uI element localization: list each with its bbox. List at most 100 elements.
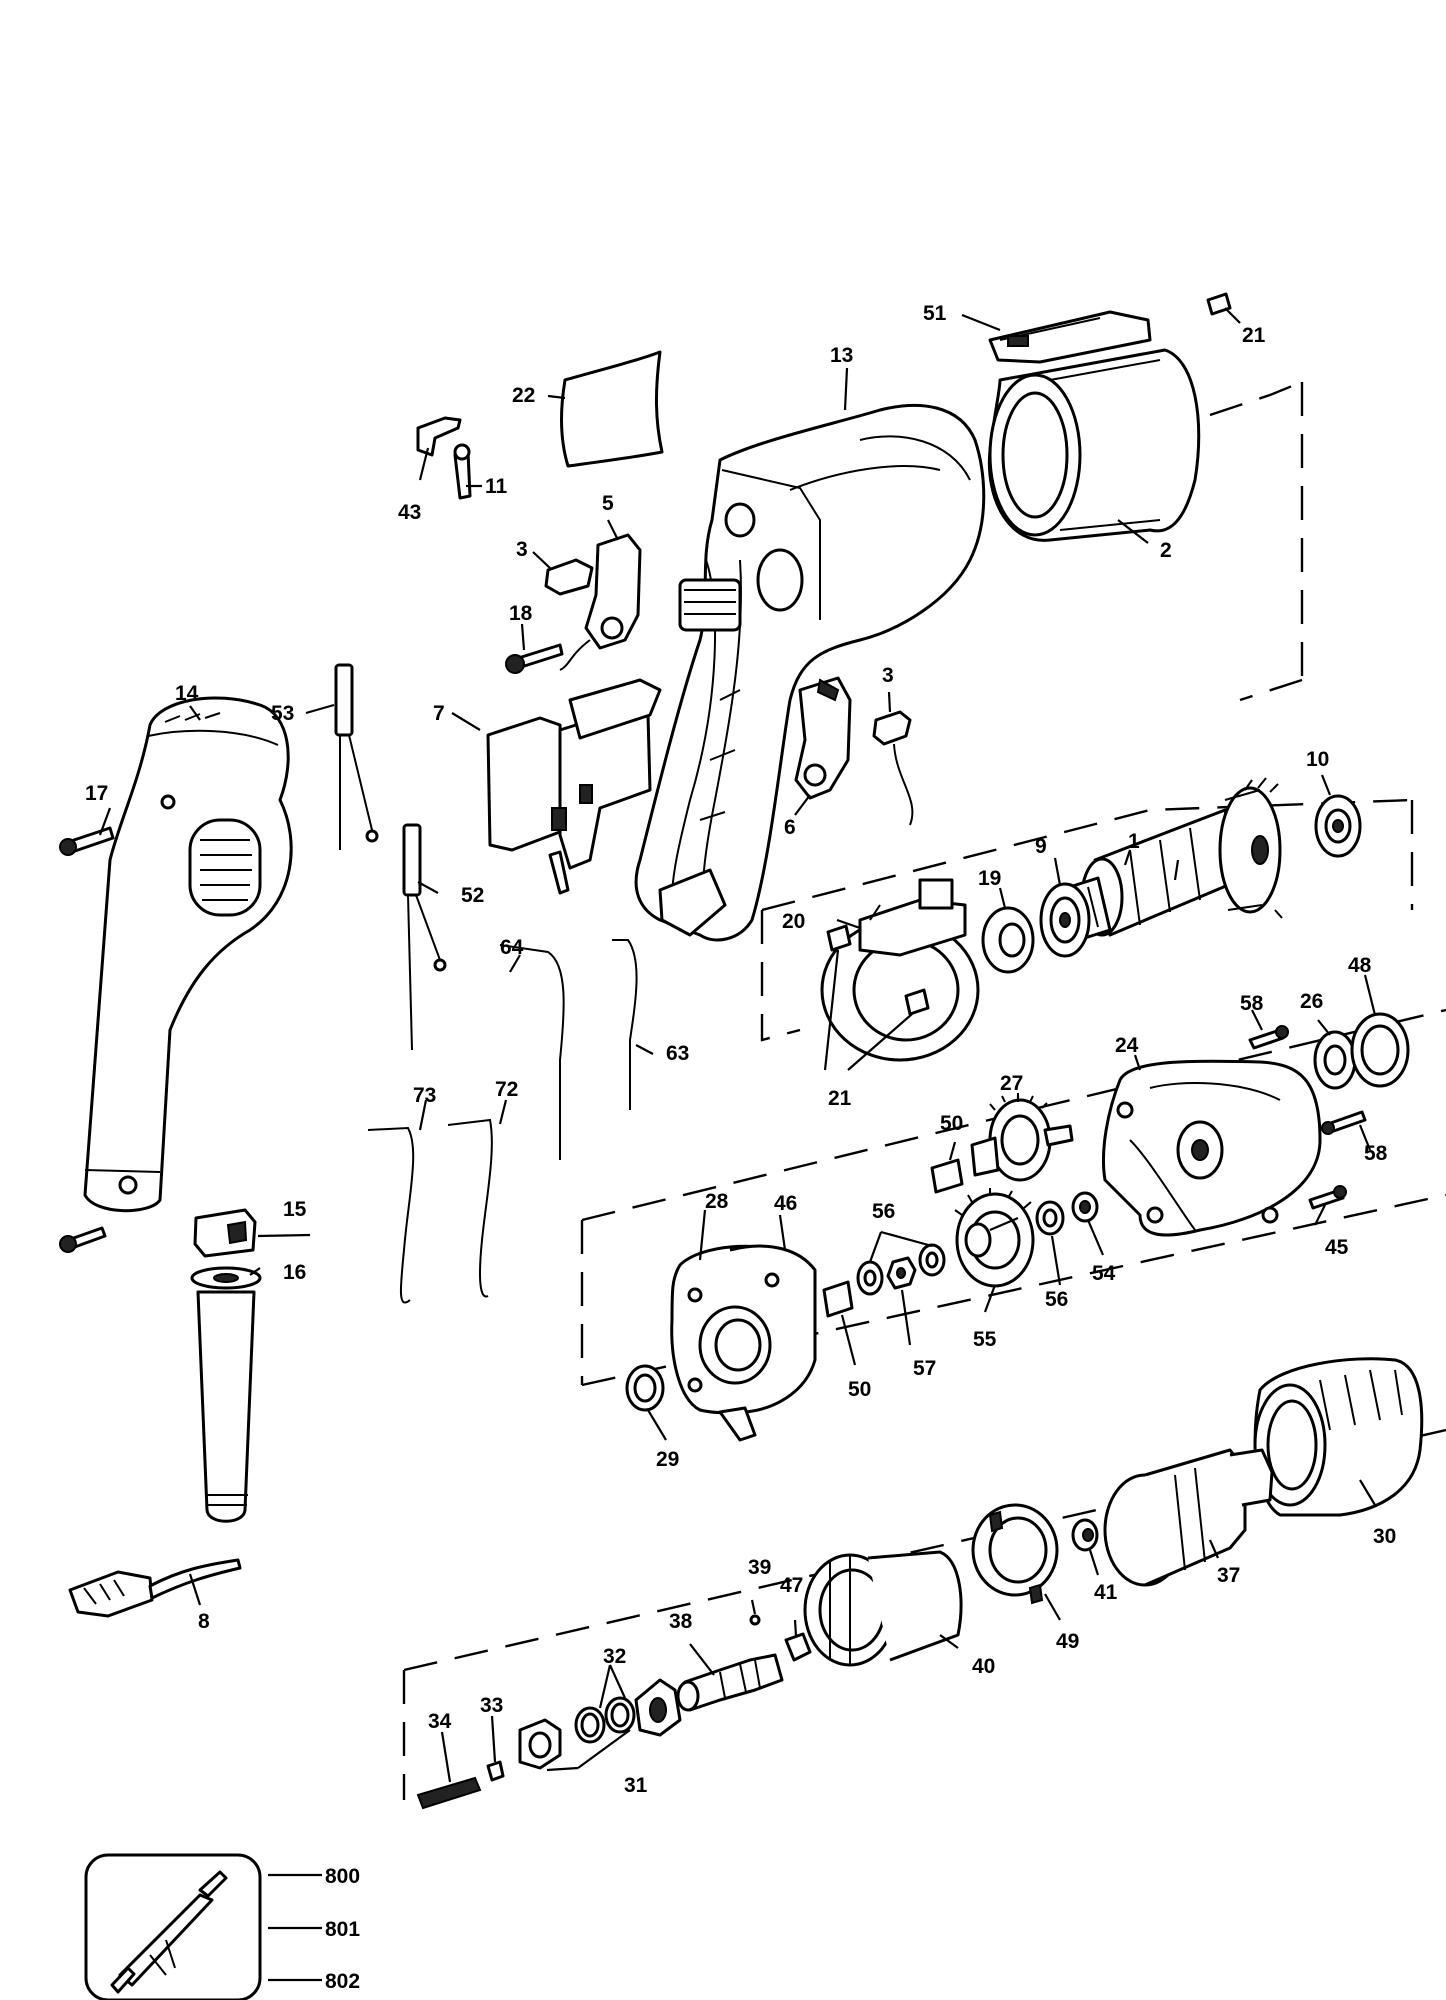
label-56-top: 56 — [872, 1200, 895, 1223]
screw-17 — [59, 826, 115, 856]
screw-lower — [59, 1226, 107, 1253]
label-50-top: 50 — [940, 1112, 963, 1135]
pin-33 — [486, 1760, 505, 1782]
cam-49 — [971, 1503, 1059, 1605]
label-73: 73 — [413, 1084, 436, 1107]
label-53: 53 — [271, 702, 294, 725]
label-21-bottom: 21 — [828, 1087, 852, 1110]
label-58-right: 58 — [1364, 1142, 1388, 1165]
bearing-54 — [1071, 1191, 1099, 1223]
label-33: 33 — [480, 1694, 503, 1717]
label-18: 18 — [509, 602, 533, 625]
label-29: 29 — [656, 1448, 679, 1471]
label-58-top: 58 — [1240, 992, 1264, 1015]
label-24: 24 — [1115, 1034, 1139, 1057]
label-34: 34 — [428, 1710, 452, 1733]
label-2: 2 — [1160, 539, 1172, 562]
label-26: 26 — [1300, 990, 1323, 1013]
side-handle-grip — [83, 696, 293, 1213]
label-48: 48 — [1348, 954, 1372, 977]
brush-ring-20 — [820, 878, 980, 1062]
label-56-right: 56 — [1045, 1288, 1068, 1311]
leader-lines — [98, 307, 1377, 1783]
label-21-top: 21 — [1242, 324, 1266, 347]
label-47: 47 — [780, 1574, 803, 1597]
label-55: 55 — [973, 1328, 997, 1351]
service-kit-box: 800 801 802 — [84, 1853, 360, 2000]
label-27: 27 — [1000, 1072, 1023, 1095]
switch-7 — [486, 678, 662, 895]
ring-19 — [981, 906, 1035, 974]
label-15: 15 — [283, 1198, 307, 1221]
label-32: 32 — [603, 1645, 626, 1668]
clamp-15 — [193, 1208, 257, 1258]
label-28: 28 — [705, 1190, 729, 1213]
power-cord-8 — [68, 1558, 242, 1618]
field-clip-51 — [988, 310, 1152, 364]
label-5: 5 — [602, 492, 614, 515]
housing-13 — [634, 403, 986, 942]
wire-73 — [367, 1126, 415, 1304]
label-38: 38 — [669, 1610, 693, 1633]
bearing-41 — [1071, 1518, 1099, 1552]
bearing-10 — [1314, 794, 1362, 858]
label-43: 43 — [398, 501, 421, 524]
label-63: 63 — [666, 1042, 689, 1065]
gear-27 — [970, 1093, 1074, 1182]
brush-holder-6 — [794, 676, 852, 800]
label-41: 41 — [1094, 1581, 1118, 1604]
wire-63 — [612, 939, 638, 1110]
screw-45 — [1308, 1185, 1347, 1210]
spring-34 — [416, 1776, 482, 1810]
label-37: 37 — [1217, 1564, 1240, 1587]
gear-55 — [954, 1188, 1035, 1288]
label-22: 22 — [512, 384, 535, 407]
lead-53 — [334, 663, 379, 850]
label-30: 30 — [1373, 1525, 1396, 1548]
label-49: 49 — [1056, 1630, 1079, 1653]
gear-case-24 — [1102, 1059, 1322, 1237]
label-51: 51 — [923, 302, 947, 325]
label-13: 13 — [830, 344, 853, 367]
label-72: 72 — [495, 1078, 518, 1101]
label-54: 54 — [1092, 1262, 1116, 1285]
bushing-50-bottom — [822, 1280, 854, 1318]
label-11: 11 — [485, 475, 508, 498]
label-1: 1 — [1128, 830, 1140, 853]
brush-clip-43 — [416, 416, 462, 457]
kit-label-801: 801 — [325, 1918, 360, 1941]
pin-21-b — [904, 988, 930, 1016]
sleeve-37 — [1103, 1448, 1274, 1587]
brush-3-top — [544, 558, 594, 596]
label-3-right: 3 — [882, 664, 894, 687]
brush-holder-5 — [559, 533, 642, 671]
label-45: 45 — [1325, 1236, 1349, 1259]
label-16: 16 — [283, 1261, 306, 1284]
label-8: 8 — [198, 1610, 210, 1633]
bushing-50-top — [930, 1158, 964, 1194]
label-7: 7 — [433, 702, 445, 725]
gasket-48 — [1350, 1012, 1410, 1088]
bearing-9 — [1039, 882, 1091, 958]
retainer-31 — [518, 1678, 682, 1770]
label-50-bottom: 50 — [848, 1378, 871, 1401]
label-19: 19 — [978, 867, 1001, 890]
screw-58-top — [1248, 1025, 1289, 1050]
washer-56-right — [1035, 1200, 1065, 1236]
label-46: 46 — [774, 1192, 797, 1215]
lead-52 — [402, 823, 447, 1051]
part-labels: 1 2 3 3 5 6 7 8 9 10 11 13 14 15 16 17 1… — [85, 302, 1396, 1797]
kit-label-802: 802 — [325, 1970, 360, 1993]
label-31: 31 — [624, 1774, 648, 1797]
wire-64 — [499, 944, 565, 1160]
label-10: 10 — [1306, 748, 1329, 771]
spindle-38 — [676, 1653, 784, 1712]
pin-11 — [453, 443, 472, 500]
wire-72 — [447, 1118, 493, 1298]
label-6: 6 — [784, 816, 796, 839]
label-64: 64 — [500, 936, 524, 959]
field-2 — [987, 348, 1201, 542]
sleeve-16 — [190, 1266, 262, 1523]
seals-32 — [574, 1696, 636, 1744]
